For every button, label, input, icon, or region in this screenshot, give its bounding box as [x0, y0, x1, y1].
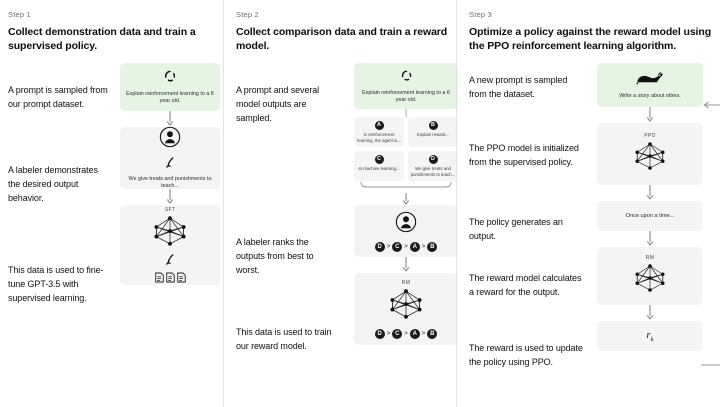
rank-badge-3: A: [409, 328, 420, 339]
step-2-output-d-text: We give treats and punishments to teach.…: [410, 166, 456, 177]
step-3-prompt-text: Write a story about otters.: [619, 92, 681, 99]
step-3-ppo-tag: PPO: [644, 132, 656, 139]
arrow-down-icon: [120, 189, 220, 205]
step-2-output-d[interactable]: D We give treats and punishments to teac…: [408, 151, 458, 182]
step-3-label: Step 3: [469, 10, 492, 19]
documents-icon: [154, 272, 186, 283]
step-3-rm-card[interactable]: RM: [597, 247, 703, 306]
step-1-caption-3: This data is used to fine-tune GPT-3.5 w…: [8, 265, 104, 304]
rank-separator: >: [404, 243, 408, 250]
step-3-output-card[interactable]: Once upon a time...: [597, 201, 703, 232]
step-2-caption-3: This data is used to train our reward mo…: [236, 327, 332, 352]
neural-network-icon: [631, 263, 669, 298]
step-2-output-a-text: In reinforcement learning, the agent is.…: [357, 132, 401, 143]
step-3-output-text: Once upon a time...: [625, 212, 675, 219]
feedback-loop-arrow-icon: [701, 101, 720, 366]
step-1-caption-2: A labeler demonstrates the desired outpu…: [8, 165, 98, 204]
rank-badge-1: D: [374, 241, 385, 252]
badge-c: C: [374, 155, 384, 165]
arrow-down-icon: [597, 185, 703, 201]
step-2-caption-1: A prompt and several model outputs are s…: [236, 85, 320, 124]
step-3-column: Step 3 Optimize a policy against the rew…: [456, 0, 720, 407]
rank-badge-1: D: [374, 328, 385, 339]
pencil-icon: [165, 252, 175, 270]
step-1-prompt-text: Explain reinforcement learning to a 6 ye…: [126, 91, 214, 105]
step-3-cards: Write a story about otters. PPO: [597, 63, 703, 352]
rank-separator: >: [404, 330, 408, 337]
otter-icon: [636, 71, 664, 90]
step-2-output-a[interactable]: A In reinforcement learning, the agent i…: [354, 117, 404, 148]
arrow-down-icon: [354, 193, 458, 206]
rank-badge-2: C: [392, 241, 403, 252]
neural-network-icon: [631, 141, 669, 176]
step-2-rm-tag: RM: [401, 279, 411, 286]
step-2-ranking: D > C > A > B: [374, 241, 438, 252]
person-in-circle-icon: [159, 126, 181, 153]
step-2-column: Step 2 Collect comparison data and train…: [223, 0, 458, 407]
step-2-prompt-text: Explain reinforcement learning to a 6 ye…: [362, 89, 450, 103]
arrow-down-icon: [120, 111, 220, 127]
arrow-down-icon: [354, 109, 458, 118]
step-3-caption-4: The reward model calculates a reward for…: [469, 273, 582, 298]
badge-a: A: [374, 121, 384, 131]
step-3-rm-tag: RM: [645, 254, 655, 261]
rank-separator: >: [386, 330, 391, 337]
rank-separator: >: [421, 243, 426, 250]
step-3-caption-2: The PPO model is initialized from the su…: [469, 143, 579, 168]
step-3-caption-3: The policy generates an output.: [469, 217, 563, 242]
rank-badge-2: C: [392, 328, 403, 339]
step-1-cards: Explain reinforcement learning to a 6 ye…: [120, 63, 220, 286]
merge-brace-icon: [354, 181, 458, 193]
arrow-down-icon: [597, 305, 703, 321]
rank-separator: >: [421, 330, 426, 337]
step-1-labeler-text: We give treats and punishments to teach.…: [128, 176, 212, 190]
step-2-prompt-card[interactable]: Explain reinforcement learning to a 6 ye…: [354, 63, 458, 110]
step-3-reward-card[interactable]: rk: [597, 321, 703, 352]
step-2-caption-2: A labeler ranks the outputs from best to…: [236, 237, 314, 276]
step-1-sft-card[interactable]: SFT: [120, 205, 220, 286]
reward-value: rk: [646, 329, 654, 344]
rank-badge-4: B: [427, 328, 438, 339]
person-in-circle-icon: [395, 211, 417, 238]
arrow-down-icon: [354, 257, 458, 273]
step-2-cards: Explain reinforcement learning to a 6 ye…: [354, 63, 458, 346]
refresh-cycle-icon: [400, 69, 413, 87]
step-2-output-b-text: Explain reward...: [416, 132, 449, 138]
step-1-caption-1: A prompt is sampled from our prompt data…: [8, 85, 108, 110]
step-2-output-c[interactable]: C In machine learning...: [354, 151, 404, 182]
step-2-rm-ranking: D > C > A > B: [374, 328, 438, 339]
badge-b: B: [428, 121, 438, 131]
rank-separator: >: [386, 243, 391, 250]
refresh-cycle-icon: [163, 69, 177, 88]
step-1-title: Collect demonstration data and train a s…: [8, 26, 196, 53]
neural-network-icon: [150, 215, 190, 252]
step-2-rm-card[interactable]: RM: [354, 273, 458, 346]
step-3-caption-5: The reward is used to update the policy …: [469, 343, 583, 368]
step-1-column: Step 1 Collect demonstration data and tr…: [0, 0, 223, 407]
step-2-output-c-text: In machine learning...: [358, 166, 400, 172]
step-1-sft-tag: SFT: [164, 207, 176, 214]
step-2-label: Step 2: [236, 10, 259, 19]
rank-badge-4: B: [427, 241, 438, 252]
step-2-title: Collect comparison data and train a rewa…: [236, 26, 448, 53]
step-2-labeler-card[interactable]: D > C > A > B: [354, 205, 458, 258]
pencil-icon: [165, 155, 175, 173]
badge-d: D: [428, 155, 438, 165]
step-1-label: Step 1: [8, 10, 31, 19]
step-3-caption-1: A new prompt is sampled from the dataset…: [469, 75, 568, 100]
step-3-title: Optimize a policy against the reward mod…: [469, 26, 712, 53]
step-1-labeler-card[interactable]: We give treats and punishments to teach.…: [120, 126, 220, 190]
arrow-down-icon: [597, 107, 703, 123]
step-3-ppo-card[interactable]: PPO: [597, 123, 703, 186]
neural-network-icon: [386, 288, 426, 325]
step-2-outputs-grid: A In reinforcement learning, the agent i…: [354, 117, 458, 182]
arrow-down-icon: [597, 231, 703, 247]
step-1-prompt-card[interactable]: Explain reinforcement learning to a 6 ye…: [120, 63, 220, 112]
step-2-output-b[interactable]: B Explain reward...: [408, 117, 458, 148]
step-3-prompt-card[interactable]: Write a story about otters.: [597, 63, 703, 108]
rank-badge-3: A: [409, 241, 420, 252]
